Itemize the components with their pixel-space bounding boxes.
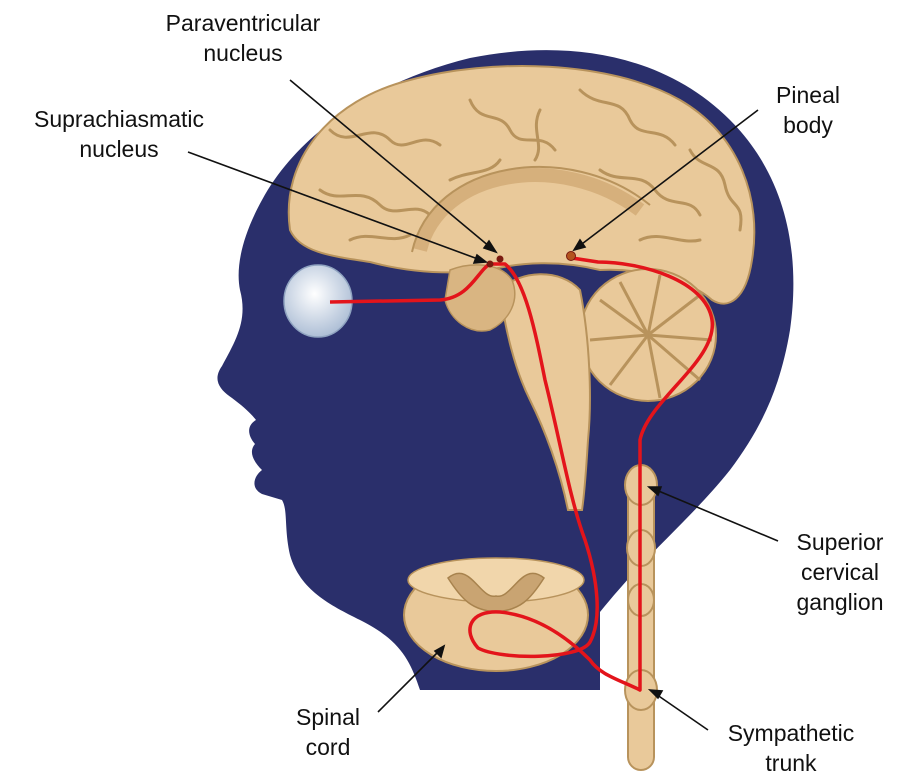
label-superior-line3: ganglion bbox=[784, 587, 896, 617]
pineal-dot bbox=[567, 252, 576, 261]
label-suprachiasmatic-line2: nucleus bbox=[4, 134, 234, 164]
label-suprachiasmatic-line1: Suprachiasmatic bbox=[4, 104, 234, 134]
label-sympathetic-line2: trunk bbox=[706, 748, 876, 778]
label-paraventricular-line2: nucleus bbox=[148, 38, 338, 68]
label-paraventricular: Paraventricular nucleus bbox=[148, 8, 338, 68]
label-pineal: Pineal body bbox=[758, 80, 858, 140]
label-pineal-line1: Pineal bbox=[758, 80, 858, 110]
label-sympathetic-trunk: Sympathetic trunk bbox=[706, 718, 876, 778]
paraventricular-dot bbox=[497, 256, 504, 263]
label-spinal-line2: cord bbox=[280, 732, 376, 762]
label-suprachiasmatic: Suprachiasmatic nucleus bbox=[4, 104, 234, 164]
label-paraventricular-line1: Paraventricular bbox=[148, 8, 338, 38]
label-pineal-line2: body bbox=[758, 110, 858, 140]
label-superior-cervical-ganglion: Superior cervical ganglion bbox=[784, 527, 896, 617]
label-spinal-cord: Spinal cord bbox=[280, 702, 376, 762]
cerebellum bbox=[580, 269, 716, 401]
label-superior-line1: Superior bbox=[784, 527, 896, 557]
label-spinal-line1: Spinal bbox=[280, 702, 376, 732]
suprachiasmatic-dot bbox=[487, 261, 494, 268]
label-sympathetic-line1: Sympathetic bbox=[706, 718, 876, 748]
label-superior-line2: cervical bbox=[784, 557, 896, 587]
